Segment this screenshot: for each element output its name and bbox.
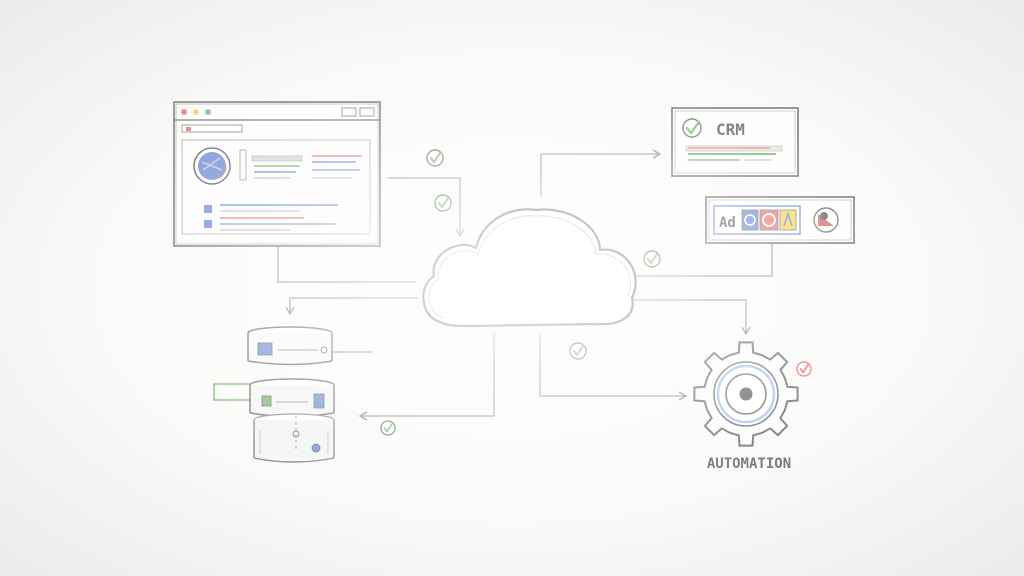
connector-cloud-to-crm xyxy=(540,149,662,197)
gear-icon xyxy=(693,341,799,447)
checkmark-icon xyxy=(426,149,444,167)
ad-label: Ad xyxy=(719,215,736,231)
checkmark-icon xyxy=(380,420,396,436)
window-minimize-dot xyxy=(193,109,199,115)
checkmark-icon xyxy=(434,194,452,212)
checkmark-icon xyxy=(643,250,661,268)
checkmark-icon xyxy=(569,342,587,360)
automation-label: AUTOMATION xyxy=(707,456,791,472)
crm-card-icon: CRM xyxy=(671,107,799,177)
ad-apps-card-icon: Ad xyxy=(705,196,855,244)
red-checkmark-icon xyxy=(796,361,812,377)
browser-window-icon xyxy=(173,101,381,247)
connector-cloud-to-db-bottom xyxy=(358,333,495,421)
connector-cloud-to-db-top xyxy=(285,297,419,316)
connector-db-side xyxy=(213,383,255,401)
crm-title: CRM xyxy=(716,120,745,139)
window-close-dot xyxy=(181,109,187,115)
connector-browser-bottom-to-cloud xyxy=(277,245,417,283)
connector-cloud-to-gear xyxy=(633,299,751,336)
cloud-icon xyxy=(422,208,637,328)
database-server-icon xyxy=(247,326,335,463)
window-maximize-dot xyxy=(205,109,211,115)
connector-cloud-to-gear-lower xyxy=(539,333,688,401)
